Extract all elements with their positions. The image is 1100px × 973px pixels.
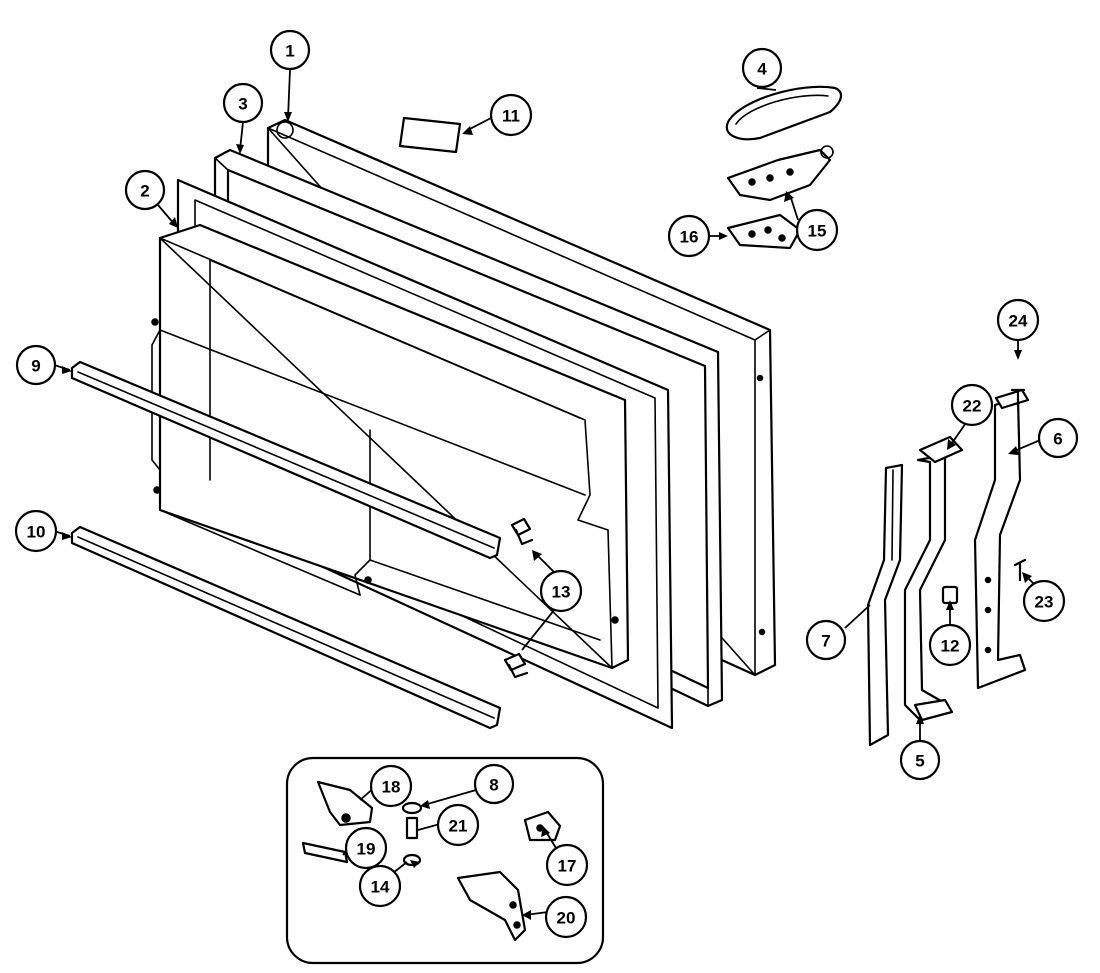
callout-6: 6 xyxy=(1037,417,1079,459)
lower-bracket xyxy=(523,810,562,842)
door-shelf-rail-lower xyxy=(70,525,502,730)
hinge-shim xyxy=(726,213,802,250)
handle-bracket xyxy=(973,388,1030,690)
callout-19: 19 xyxy=(344,826,388,870)
callout-16: 16 xyxy=(667,214,711,258)
callout-24: 24 xyxy=(996,298,1040,342)
callout-18: 18 xyxy=(369,764,413,808)
svg-text:1: 1 xyxy=(285,42,294,61)
upper-hinge xyxy=(726,145,834,202)
door-shelf-rail-upper xyxy=(70,360,502,560)
callout-15: 15 xyxy=(795,208,839,252)
callout-12: 12 xyxy=(928,623,972,667)
svg-text:11: 11 xyxy=(502,107,520,126)
callout-17: 17 xyxy=(545,843,589,887)
svg-text:6: 6 xyxy=(1053,430,1062,449)
callout-7: 7 xyxy=(805,619,847,661)
callout-2: 2 xyxy=(124,169,166,211)
callout-5: 5 xyxy=(899,739,941,781)
svg-text:8: 8 xyxy=(489,776,498,795)
small-screw xyxy=(1010,388,1026,407)
callout-10: 10 xyxy=(14,509,58,553)
svg-text:14: 14 xyxy=(371,878,390,897)
door-handle xyxy=(903,435,964,722)
callout-21: 21 xyxy=(436,803,480,847)
svg-text:19: 19 xyxy=(357,840,376,859)
svg-text:4: 4 xyxy=(757,60,767,79)
callout-4: 4 xyxy=(741,47,783,89)
svg-text:2: 2 xyxy=(140,182,149,201)
callout-23: 23 xyxy=(1022,579,1066,623)
callout-11: 11 xyxy=(489,93,533,137)
svg-text:17: 17 xyxy=(558,857,577,876)
svg-text:18: 18 xyxy=(382,778,401,797)
svg-text:10: 10 xyxy=(27,523,46,542)
callout-9: 9 xyxy=(15,344,57,386)
svg-text:23: 23 xyxy=(1035,593,1054,612)
callout-13: 13 xyxy=(539,569,583,613)
svg-text:15: 15 xyxy=(808,222,827,241)
rating-label xyxy=(398,116,462,154)
leader-lines xyxy=(53,69,1046,920)
hinge-cover xyxy=(725,85,843,141)
svg-text:12: 12 xyxy=(941,637,960,656)
svg-text:7: 7 xyxy=(821,632,830,651)
callout-3: 3 xyxy=(222,82,264,124)
shelf-clips xyxy=(503,517,534,679)
svg-text:20: 20 xyxy=(557,909,576,928)
lower-hinge xyxy=(456,870,527,942)
svg-text:5: 5 xyxy=(915,752,924,771)
callout-8: 8 xyxy=(473,763,515,805)
callout-22: 22 xyxy=(950,383,994,427)
svg-text:21: 21 xyxy=(449,817,468,836)
svg-text:16: 16 xyxy=(680,228,699,247)
svg-text:3: 3 xyxy=(238,95,247,114)
svg-text:22: 22 xyxy=(963,397,982,416)
callout-14: 14 xyxy=(358,864,402,908)
screw xyxy=(1013,558,1027,582)
svg-text:9: 9 xyxy=(31,357,40,376)
svg-text:13: 13 xyxy=(552,583,571,602)
spacer-bar xyxy=(301,841,349,864)
svg-text:24: 24 xyxy=(1009,312,1028,331)
callout-20: 20 xyxy=(544,895,588,939)
lower-hinge-bracket xyxy=(316,780,374,827)
door-handle-trim xyxy=(866,463,904,747)
callout-1: 1 xyxy=(269,29,311,71)
